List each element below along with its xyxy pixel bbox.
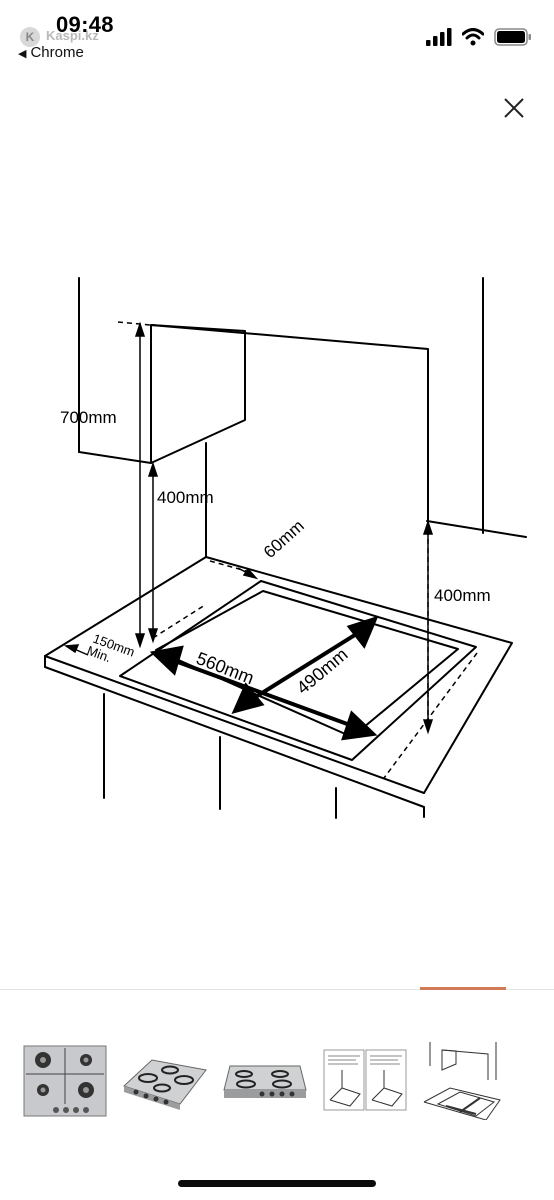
- thumbnail-hob-front-angle-view[interactable]: [222, 1040, 312, 1120]
- app-icon: K: [20, 27, 40, 47]
- label-cutout-depth: 490mm: [293, 644, 352, 698]
- label-back-clearance: 60mm: [260, 516, 308, 562]
- wifi-icon: [462, 28, 484, 46]
- installation-diagram-image: 700mm 400mm 400mm 60mm 560mm 490mm 150mm…: [44, 277, 527, 819]
- hob-front-angle-view-image: [223, 1065, 307, 1098]
- installation-sheet-image: [323, 1049, 407, 1111]
- active-image-indicator: [420, 987, 506, 990]
- thumbnail-installation-sheet[interactable]: [322, 1040, 412, 1120]
- app-name: Kaspi.kz: [46, 28, 99, 43]
- battery-icon: [494, 28, 531, 46]
- close-icon[interactable]: [498, 92, 530, 124]
- thumbnail-hob-top-view[interactable]: [22, 1040, 112, 1120]
- label-left-clearance: 400mm: [157, 488, 214, 507]
- gallery-divider: [0, 989, 554, 990]
- status-time: 09:48: [56, 12, 114, 37]
- home-indicator[interactable]: [178, 1180, 376, 1187]
- status-bar: K Kaspi.kz 09:48 ◀Chrome: [0, 0, 554, 70]
- installation-diagram-thumb-image: [423, 1042, 501, 1121]
- signal-icon: [426, 28, 452, 46]
- status-icons: [426, 26, 532, 48]
- label-right-clearance: 400mm: [434, 586, 491, 605]
- label-cabinet-height: 700mm: [60, 408, 117, 427]
- back-app-label: Chrome: [30, 44, 84, 61]
- hob-top-view-image: [23, 1045, 107, 1117]
- thumbnail-strip: [0, 1040, 554, 1130]
- thumbnail-hob-angle-view[interactable]: [122, 1040, 212, 1120]
- label-cutout-width: 560mm: [194, 648, 257, 688]
- hob-angle-view-image: [123, 1059, 207, 1110]
- thumbnail-installation-diagram[interactable]: [420, 1040, 510, 1121]
- back-to-app-button[interactable]: ◀Chrome: [18, 44, 84, 61]
- back-triangle-icon: ◀: [18, 48, 27, 60]
